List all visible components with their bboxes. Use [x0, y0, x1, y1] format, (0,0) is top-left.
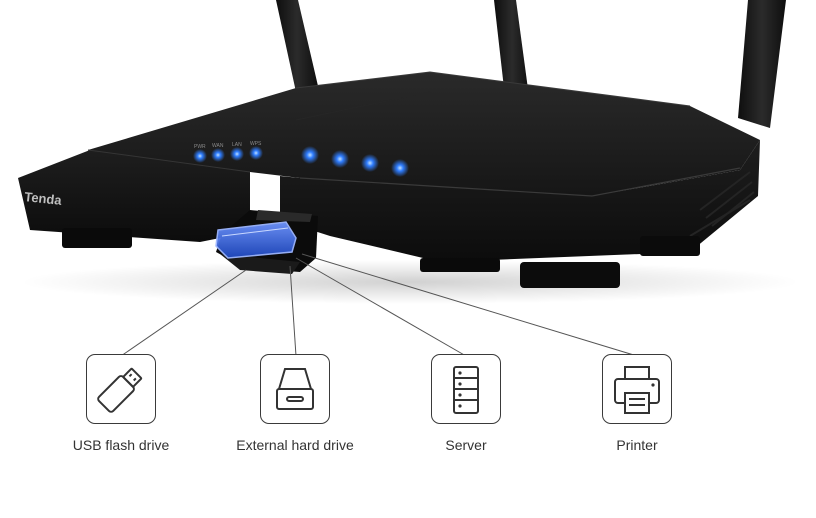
antennas [276, 0, 786, 128]
led-label: LAN [232, 142, 242, 148]
led-label: PWR [194, 144, 206, 150]
printer-icon [614, 366, 660, 414]
led-label: WPS [250, 141, 262, 147]
printer-label: Printer [616, 437, 658, 453]
printer-card [602, 354, 672, 424]
external-hard-drive-card [260, 354, 330, 424]
led-labels: PWR WAN LAN WPS [194, 141, 262, 150]
led-label: WAN [212, 143, 224, 149]
connector-lines [120, 253, 638, 357]
usb-flash-drive-icon [97, 367, 143, 413]
brand-logo: Tenda [24, 189, 63, 208]
usb-flash-drive-card [86, 354, 156, 424]
floor-shadow [20, 260, 800, 304]
external-hard-drive-icon [276, 368, 314, 410]
usb-flash-drive-label: USB flash drive [72, 437, 170, 453]
led-indicators [193, 146, 409, 177]
server-card [431, 354, 501, 424]
usb-flash-drive-highlight [215, 221, 297, 259]
external-hard-drive-label: External hard drive [236, 437, 354, 453]
router-body [18, 71, 760, 288]
server-icon [453, 366, 479, 414]
server-label: Server [445, 437, 487, 453]
